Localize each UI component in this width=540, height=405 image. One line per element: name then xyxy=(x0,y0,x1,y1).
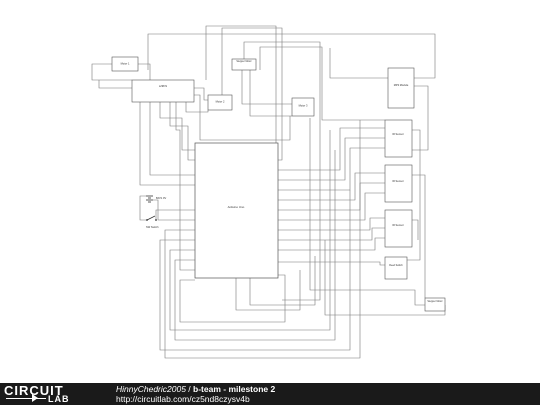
component-layer: Motor 1 L298 N Motor 2 Motor 3 Stepper M… xyxy=(111,56,446,312)
circuit-url[interactable]: http://circuitlab.com/cz5nd8czysv4b xyxy=(116,394,250,404)
motor-1[interactable]: Motor 1 xyxy=(111,56,139,72)
title-separator: / xyxy=(185,384,194,394)
wire xyxy=(169,102,195,161)
wire xyxy=(169,130,331,331)
stepper-top-label: Stepper Motor xyxy=(236,60,251,63)
ir-sensor-2[interactable]: IR Sensor xyxy=(384,164,413,203)
ir-sensor-1[interactable]: IR Sensor xyxy=(384,119,413,158)
wire xyxy=(249,256,316,306)
wire xyxy=(243,41,321,301)
footer-bar: CIRCUIT LAB HinnyChedric2005 / b-team - … xyxy=(0,383,540,405)
logo-text-top: CIRCUIT xyxy=(4,383,64,398)
wire-layer xyxy=(91,25,446,359)
wire xyxy=(412,174,426,298)
wire xyxy=(175,102,195,271)
wire xyxy=(278,192,385,221)
motor-3[interactable]: Motor 3 xyxy=(291,97,315,117)
mp3-module[interactable]: MP3 Module xyxy=(387,67,415,109)
wire xyxy=(412,85,429,151)
stepper-motor-bottom[interactable]: Stepper Motor xyxy=(424,297,446,312)
motor-driver-l298n[interactable]: L298 N xyxy=(131,79,195,103)
wire xyxy=(309,118,425,306)
reed-switch-label: Reed Switch xyxy=(389,264,403,267)
diode-icon xyxy=(32,394,38,402)
wire xyxy=(194,87,208,101)
schematic-canvas[interactable]: Motor 1 L298 N Motor 2 Motor 3 Stepper M… xyxy=(0,0,540,383)
wire xyxy=(278,172,385,201)
motor-driver-label: L298 N xyxy=(159,84,167,88)
wire xyxy=(278,237,385,251)
wire xyxy=(407,129,421,261)
wire xyxy=(278,261,385,266)
battery-label: BAT1 9V xyxy=(156,196,166,200)
arduino-uno[interactable]: Arduino Uno xyxy=(194,142,279,279)
motor-2-label: Motor 2 xyxy=(216,100,225,104)
stepper-bottom-label: Stepper Motor xyxy=(427,300,442,303)
wire xyxy=(259,46,385,121)
wire xyxy=(278,182,385,211)
project-name[interactable]: b-team - milestone 2 xyxy=(193,384,276,394)
motor-2[interactable]: Motor 2 xyxy=(207,94,233,111)
wire xyxy=(194,94,291,141)
motor-3-label: Motor 3 xyxy=(299,104,308,108)
power-switch[interactable]: SW Switch xyxy=(146,215,159,229)
battery-9v[interactable]: BAT1 9V xyxy=(146,195,166,203)
wire xyxy=(412,219,419,240)
wire xyxy=(278,137,385,181)
wire xyxy=(278,217,385,231)
wire xyxy=(174,150,336,341)
arduino-label: Arduino Uno xyxy=(228,205,245,209)
ir-sensor-3-label: IR Sensor xyxy=(392,223,404,227)
mp3-module-label: MP3 Module xyxy=(394,83,409,87)
wire xyxy=(164,120,361,359)
wire xyxy=(185,102,209,113)
stepper-motor-top[interactable]: Stepper Motor xyxy=(231,58,257,71)
logo-text-bottom: LAB xyxy=(48,394,70,404)
wire xyxy=(221,27,283,161)
wire xyxy=(147,33,436,79)
wire xyxy=(155,209,195,220)
wire xyxy=(139,102,195,186)
motor-1-label: Motor 1 xyxy=(121,62,130,66)
ir-sensor-1-label: IR Sensor xyxy=(392,132,404,136)
wire xyxy=(179,274,286,323)
wire xyxy=(278,147,385,191)
reed-switch[interactable]: Reed Switch xyxy=(384,256,408,280)
wire xyxy=(159,102,195,151)
wire xyxy=(98,80,132,89)
switch-label: SW Switch xyxy=(146,225,159,229)
wire xyxy=(159,190,351,351)
circuit-title: HinnyChedric2005 / b-team - milestone 2 xyxy=(116,384,275,394)
wire xyxy=(278,127,385,171)
wire xyxy=(235,270,301,311)
wire xyxy=(91,63,132,81)
wire xyxy=(139,195,147,221)
ir-sensor-2-label: IR Sensor xyxy=(392,179,404,183)
wire xyxy=(329,48,388,79)
wire xyxy=(249,70,292,117)
author-name[interactable]: HinnyChedric2005 xyxy=(116,384,186,394)
logo-wire xyxy=(6,398,46,399)
circuitlab-logo[interactable]: CIRCUIT LAB xyxy=(4,383,96,404)
ir-sensor-3[interactable]: IR Sensor xyxy=(384,209,413,248)
wire xyxy=(138,63,151,80)
